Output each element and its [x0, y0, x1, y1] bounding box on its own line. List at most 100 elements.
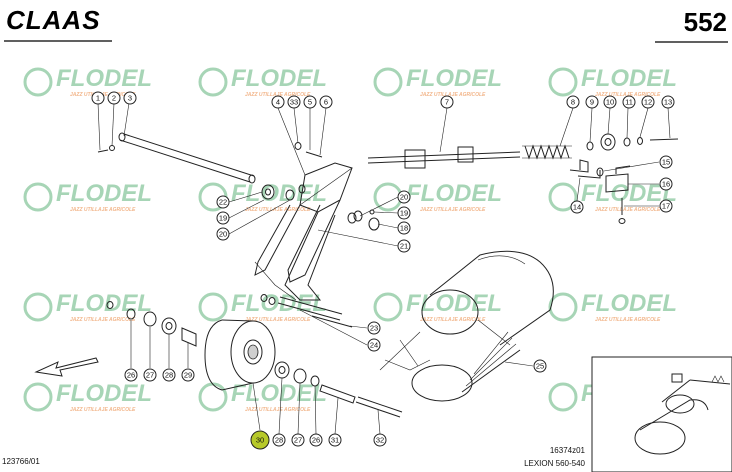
watermark-layer: FLODEL JAZZ UTILLAJE AGRICOLE FLODEL JAZ… [23, 65, 677, 413]
callout-20a[interactable]: 20 [216, 227, 230, 241]
footer: 123766/01 16374z01 LEXION 560-540 [2, 446, 586, 468]
part-bearing-28b [274, 361, 290, 379]
part-washer-11 [623, 137, 631, 147]
callout-28a[interactable]: 28 [162, 368, 176, 382]
part-nut-9 [586, 141, 594, 151]
svg-text:FLODEL: FLODEL [231, 65, 327, 92]
svg-text:12: 12 [644, 98, 652, 107]
svg-text:JAZZ UTILLAJE AGRICOLE: JAZZ UTILLAJE AGRICOLE [245, 317, 311, 323]
svg-text:JAZZ UTILLAJE AGRICOLE: JAZZ UTILLAJE AGRICOLE [420, 207, 486, 213]
callout-14[interactable]: 14 [570, 200, 584, 214]
callout-19b[interactable]: 19 [397, 206, 411, 220]
svg-text:FLODEL: FLODEL [406, 180, 502, 207]
svg-text:9: 9 [590, 98, 594, 107]
inset-detail [591, 356, 732, 472]
callout-20b[interactable]: 20 [397, 190, 411, 204]
callout-13[interactable]: 13 [661, 95, 675, 109]
callout-33[interactable]: 33 [287, 95, 301, 109]
callout-23[interactable]: 23 [367, 321, 381, 335]
callout-9[interactable]: 9 [585, 95, 599, 109]
callout-5[interactable]: 5 [303, 95, 317, 109]
brand-logo: CLAAS [6, 5, 101, 35]
callout-18[interactable]: 18 [397, 221, 411, 235]
callout-19a[interactable]: 19 [216, 211, 230, 225]
svg-text:27: 27 [146, 371, 154, 380]
callout-8[interactable]: 8 [566, 95, 580, 109]
callout-2[interactable]: 2 [107, 91, 121, 105]
model-label: LEXION 560-540 [524, 459, 585, 468]
svg-text:26: 26 [312, 436, 320, 445]
svg-text:31: 31 [331, 436, 339, 445]
svg-text:19: 19 [400, 209, 408, 218]
svg-text:20: 20 [400, 193, 408, 202]
watermark-13: FLODEL JAZZ UTILLAJE AGRICOLE [23, 380, 152, 413]
svg-text:5: 5 [308, 98, 312, 107]
watermark-gear-icon [373, 67, 403, 97]
part-shaft-3 [118, 132, 256, 184]
svg-text:2: 2 [112, 94, 116, 103]
svg-text:27: 27 [294, 436, 302, 445]
part-bolt-13 [649, 138, 679, 141]
callout-32[interactable]: 32 [373, 433, 387, 447]
callout-27a[interactable]: 27 [143, 368, 157, 382]
svg-text:30: 30 [256, 436, 264, 445]
svg-text:JAZZ UTILLAJE AGRICOLE: JAZZ UTILLAJE AGRICOLE [70, 407, 136, 413]
svg-text:FLODEL: FLODEL [406, 65, 502, 92]
callout-3[interactable]: 3 [123, 91, 137, 105]
svg-text:10: 10 [606, 98, 614, 107]
svg-text:FLODEL: FLODEL [231, 380, 327, 407]
svg-text:JAZZ UTILLAJE AGRICOLE: JAZZ UTILLAJE AGRICOLE [595, 317, 661, 323]
callout-1[interactable]: 1 [91, 91, 105, 105]
watermark-gear-icon [23, 292, 53, 322]
callout-31[interactable]: 31 [328, 433, 342, 447]
part-bolt-1 [97, 149, 109, 153]
part-belt-25 [379, 250, 554, 402]
callout-26b[interactable]: 26 [309, 433, 323, 447]
watermark-14: FLODEL JAZZ UTILLAJE AGRICOLE [198, 380, 327, 413]
svg-text:FLODEL: FLODEL [56, 290, 152, 317]
callout-7[interactable]: 7 [440, 95, 454, 109]
callout-4[interactable]: 4 [271, 95, 285, 109]
watermark-2: FLODEL JAZZ UTILLAJE AGRICOLE [198, 65, 327, 98]
callout-25[interactable]: 25 [533, 359, 547, 373]
callout-27b[interactable]: 27 [291, 433, 305, 447]
part-bush-20 [347, 212, 357, 224]
watermark-6: FLODEL JAZZ UTILLAJE AGRICOLE [198, 180, 327, 213]
svg-text:28: 28 [165, 371, 173, 380]
header: CLAAS 552 [4, 5, 728, 43]
svg-text:JAZZ UTILLAJE AGRICOLE: JAZZ UTILLAJE AGRICOLE [70, 207, 136, 213]
svg-text:11: 11 [625, 98, 633, 107]
watermark-gear-icon [198, 292, 228, 322]
svg-text:14: 14 [573, 203, 581, 212]
watermark-8: FLODEL JAZZ UTILLAJE AGRICOLE [548, 180, 677, 213]
callout-21[interactable]: 21 [397, 239, 411, 253]
callout-12[interactable]: 12 [641, 95, 655, 109]
callout-labels: 1 2 3 4 33 5 6 7 8 9 10 11 12 13 15 16 1… [91, 91, 675, 450]
watermark-gear-icon [548, 292, 578, 322]
callout-17[interactable]: 17 [659, 199, 673, 213]
callout-16[interactable]: 16 [659, 177, 673, 191]
page-number: 552 [684, 7, 727, 37]
svg-text:FLODEL: FLODEL [581, 290, 677, 317]
svg-text:FLODEL: FLODEL [406, 290, 502, 317]
callout-26a[interactable]: 26 [124, 368, 138, 382]
part-pin-24 [277, 296, 343, 321]
svg-text:JAZZ UTILLAJE AGRICOLE: JAZZ UTILLAJE AGRICOLE [420, 92, 486, 98]
callout-24[interactable]: 24 [367, 338, 381, 352]
callout-15[interactable]: 15 [659, 155, 673, 169]
svg-text:JAZZ UTILLAJE AGRICOLE: JAZZ UTILLAJE AGRICOLE [420, 317, 486, 323]
callout-30-highlighted[interactable]: 30 [250, 430, 270, 450]
callout-11[interactable]: 11 [622, 95, 636, 109]
watermark-gear-icon [548, 382, 578, 412]
svg-text:JAZZ UTILLAJE AGRICOLE: JAZZ UTILLAJE AGRICOLE [595, 207, 661, 213]
callout-10[interactable]: 10 [603, 95, 617, 109]
callout-29[interactable]: 29 [181, 368, 195, 382]
callout-6[interactable]: 6 [319, 95, 333, 109]
svg-text:JAZZ UTILLAJE AGRICOLE: JAZZ UTILLAJE AGRICOLE [245, 407, 311, 413]
callout-28b[interactable]: 28 [272, 433, 286, 447]
callout-22[interactable]: 22 [216, 195, 230, 209]
watermark-9: FLODEL JAZZ UTILLAJE AGRICOLE [23, 290, 152, 323]
leader-lines [97, 102, 671, 435]
